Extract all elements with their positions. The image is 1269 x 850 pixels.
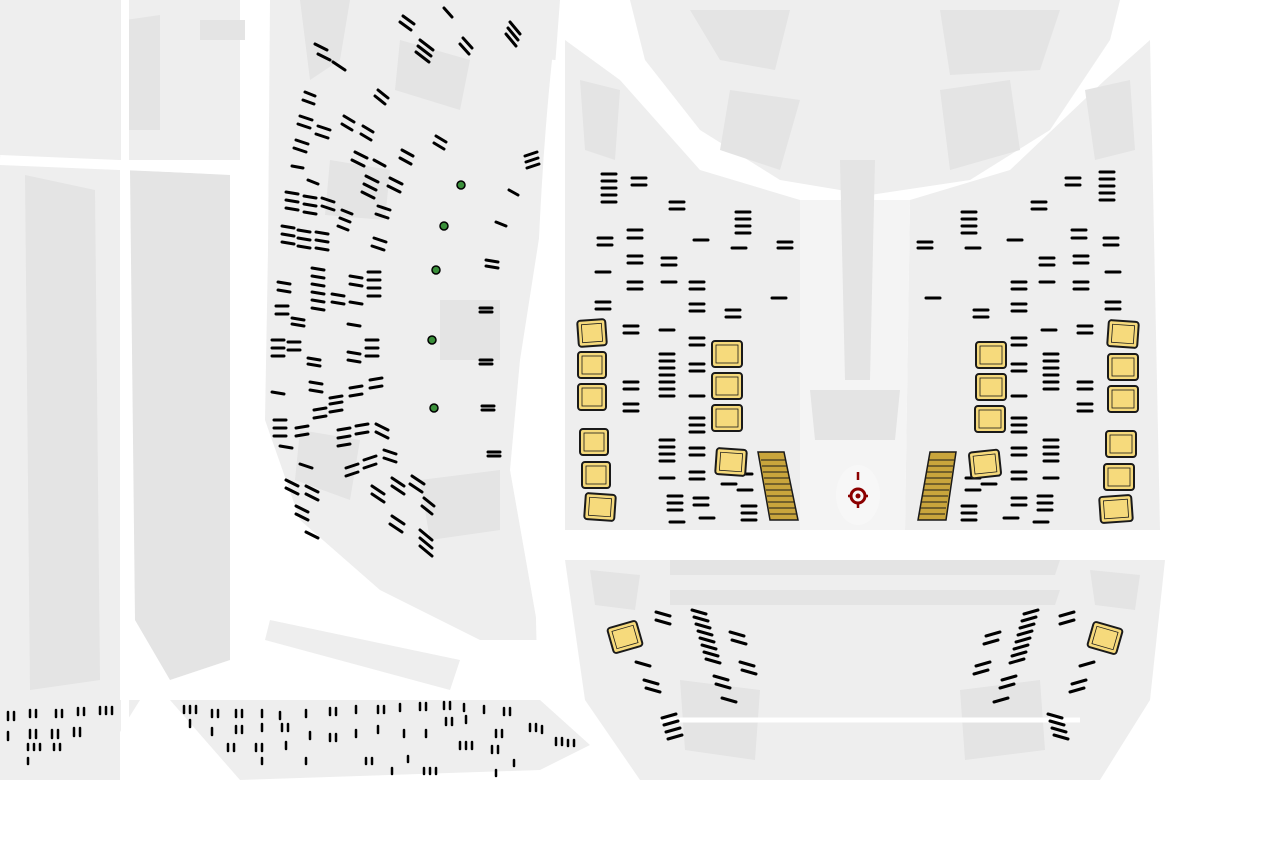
gate[interactable] [968,448,1002,480]
parking-stalls-terminal-east [916,170,1122,524]
gate[interactable] [1103,463,1135,491]
green-markers [427,180,466,413]
gate[interactable] [711,340,743,368]
gate[interactable] [975,341,1007,369]
gate[interactable] [577,383,607,411]
gate-group-left-inner[interactable] [711,340,748,477]
gate[interactable] [1106,319,1140,349]
gate[interactable] [583,492,617,522]
gate[interactable] [1107,385,1139,413]
gate[interactable] [581,461,611,489]
jet-bridge-east[interactable] [917,451,957,521]
gate[interactable] [606,620,644,654]
gate[interactable] [1107,353,1139,381]
jet-bridge-west[interactable] [757,451,799,521]
parking-stalls-west [270,6,541,558]
gate-group-right-outer[interactable] [1098,319,1140,524]
gate[interactable] [711,404,743,432]
gate[interactable] [714,447,748,477]
gate[interactable] [577,351,607,379]
parking-stalls-southwest [6,700,576,778]
gate-group-south[interactable] [606,620,1124,655]
gate[interactable] [711,372,743,400]
gate[interactable] [974,405,1006,433]
gate-group-left-outer[interactable] [576,318,617,522]
parking-stalls-south [634,608,1096,741]
gate[interactable] [1105,430,1137,458]
location-pin-icon[interactable] [836,465,880,525]
gate[interactable] [1098,494,1134,524]
gate[interactable] [576,318,608,348]
gate[interactable] [1086,621,1124,655]
gate[interactable] [975,373,1007,401]
gate[interactable] [579,428,609,456]
gate-group-right-inner[interactable] [968,341,1007,480]
parking-stalls-terminal-west [594,172,794,524]
